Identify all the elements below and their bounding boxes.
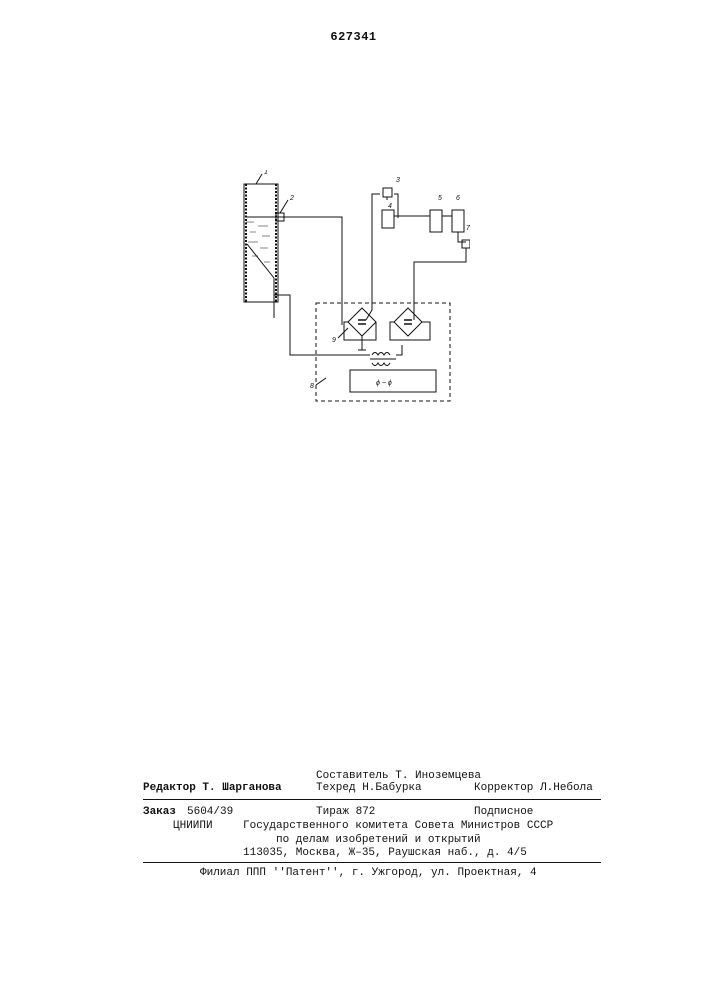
divider-top (143, 799, 601, 800)
order-label: Заказ (143, 806, 176, 818)
editor: Редактор Т. Шарганова (143, 782, 282, 794)
address: 113035, Москва, Ж–35, Раушская наб., д. … (243, 847, 527, 859)
org-abbr: ЦНИИПИ (173, 820, 213, 832)
org-line2: по делам изобретений и открытий (276, 834, 481, 846)
branch: Филиал ППП ''Патент'', г. Ужгород, ул. П… (200, 867, 537, 879)
subscription: Подписное (474, 806, 533, 818)
org-line1: Государственного комитета Совета Министр… (243, 820, 553, 832)
order-value: 5604/39 (187, 806, 233, 818)
compiler: Составитель Т. Иноземцева (316, 770, 481, 782)
corrector: Корректор Л.Небола (474, 782, 593, 794)
divider-bottom (143, 862, 601, 863)
tech-editor: Техред Н.Бабурка (316, 782, 422, 794)
circulation: Тираж 872 (316, 806, 375, 818)
